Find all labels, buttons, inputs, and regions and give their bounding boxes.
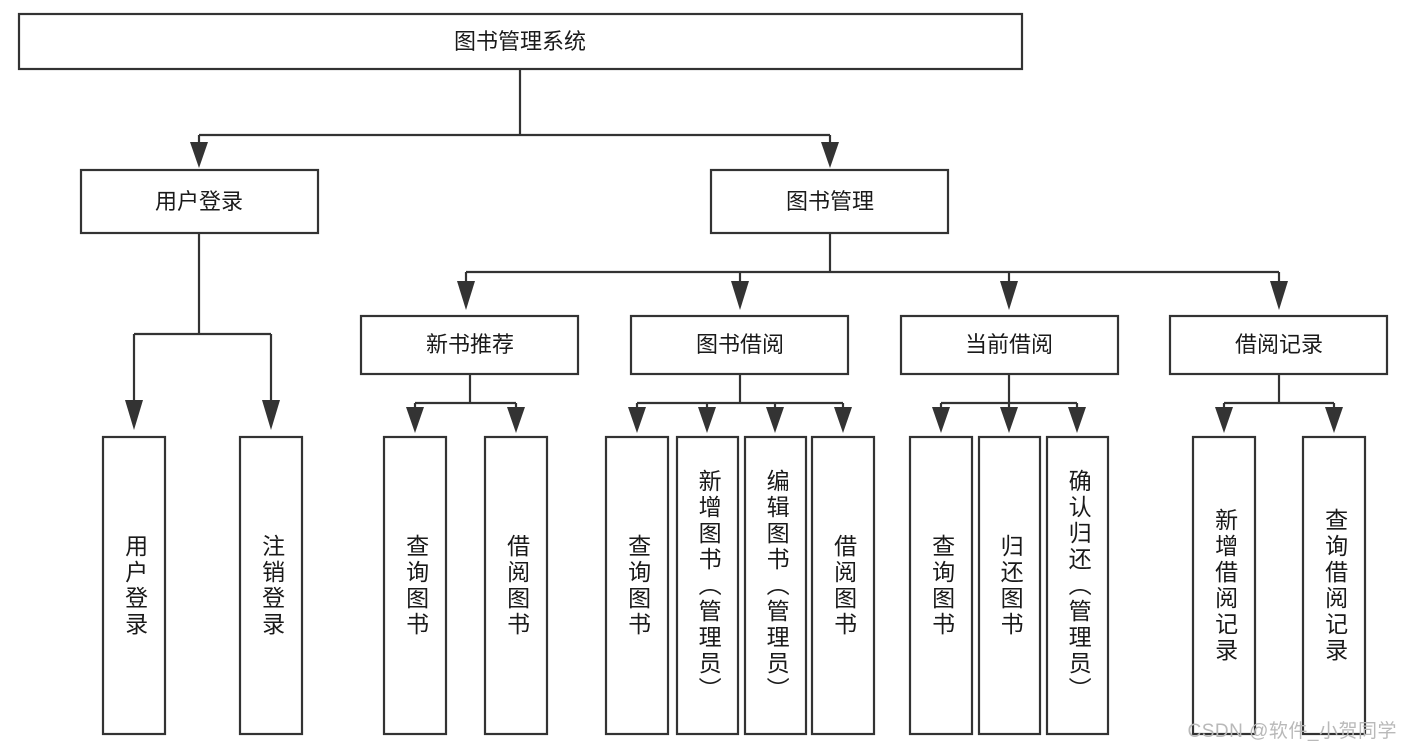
borrow-record-box-rect[interactable] (1168, 314, 1389, 376)
current-borrow-box-rect[interactable] (899, 314, 1120, 376)
new-book-box-label: 新书推荐 (426, 332, 514, 357)
book-borrow-box-label: 图书借阅 (696, 332, 784, 357)
node-root[interactable]: 图书管理系统 (17, 12, 1024, 71)
leaf-box-book-borrow-4[interactable] (810, 435, 876, 736)
arrow-head-to-book-manage (821, 142, 839, 168)
current-borrow-box-label: 当前借阅 (965, 332, 1053, 357)
root-box-rect[interactable] (17, 12, 1024, 71)
leaf-box-current-borrow-2[interactable] (977, 435, 1042, 736)
leaf-box-current-borrow-1[interactable] (908, 435, 974, 736)
book-manage-box-rect[interactable] (709, 168, 950, 235)
leaf-box-book-borrow-1[interactable] (604, 435, 670, 736)
node-user-login[interactable]: 用户登录 (79, 168, 320, 235)
node-current-borrow[interactable]: 当前借阅 (899, 314, 1120, 376)
leaf-box-book-borrow-3[interactable] (743, 435, 808, 736)
arrow-head-to-user-login (190, 142, 208, 168)
arrow-head-currentborrow-leaf-1 (932, 407, 950, 433)
arrow-head-bookborrow-leaf-2 (698, 407, 716, 433)
root-box-label: 图书管理系统 (454, 29, 586, 54)
arrow-head-bookborrow-leaf-4 (834, 407, 852, 433)
arrow-head-newbook-leaf-2 (507, 407, 525, 433)
book-manage-box-label: 图书管理 (786, 189, 874, 214)
arrow-head-bookborrow-leaf-3 (766, 407, 784, 433)
arrow-head-bookborrow-leaf-1 (628, 407, 646, 433)
node-book-borrow[interactable]: 图书借阅 (629, 314, 850, 376)
leaf-box-borrow-record-1[interactable] (1191, 435, 1257, 736)
node-book-manage[interactable]: 图书管理 (709, 168, 950, 235)
arrow-head-to-borrow-record (1270, 281, 1288, 310)
leaf-box-current-borrow-3[interactable] (1045, 435, 1110, 736)
book-borrow-box-rect[interactable] (629, 314, 850, 376)
borrow-record-box-label: 借阅记录 (1235, 332, 1323, 357)
arrow-head-userlogin-leaf-1 (125, 400, 143, 430)
arrow-head-to-current-borrow (1000, 281, 1018, 310)
leaf-box-user-login-2[interactable] (238, 435, 304, 736)
node-borrow-record[interactable]: 借阅记录 (1168, 314, 1389, 376)
arrow-head-borrowrecord-leaf-2 (1325, 407, 1343, 433)
arrow-head-currentborrow-leaf-2 (1000, 407, 1018, 433)
leaf-box-borrow-record-2[interactable] (1301, 435, 1367, 736)
arrow-head-newbook-leaf-1 (406, 407, 424, 433)
leaf-box-new-book-2[interactable] (483, 435, 549, 736)
csdn-watermark: CSDN @软件_小贺同学 (1187, 721, 1397, 742)
leaf-box-book-borrow-2[interactable] (675, 435, 740, 736)
arrow-head-borrowrecord-leaf-1 (1215, 407, 1233, 433)
arrow-head-to-book-borrow (731, 281, 749, 310)
user-login-box-label: 用户登录 (155, 189, 243, 214)
leaf-box-user-login-1[interactable] (101, 435, 167, 736)
arrow-head-userlogin-leaf-2 (262, 400, 280, 430)
leaf-box-new-book-1[interactable] (382, 435, 448, 736)
new-book-box-rect[interactable] (359, 314, 580, 376)
arrow-head-to-new-book (457, 281, 475, 310)
node-new-book-recommend[interactable]: 新书推荐 (359, 314, 580, 376)
arrow-head-currentborrow-leaf-3 (1068, 407, 1086, 433)
